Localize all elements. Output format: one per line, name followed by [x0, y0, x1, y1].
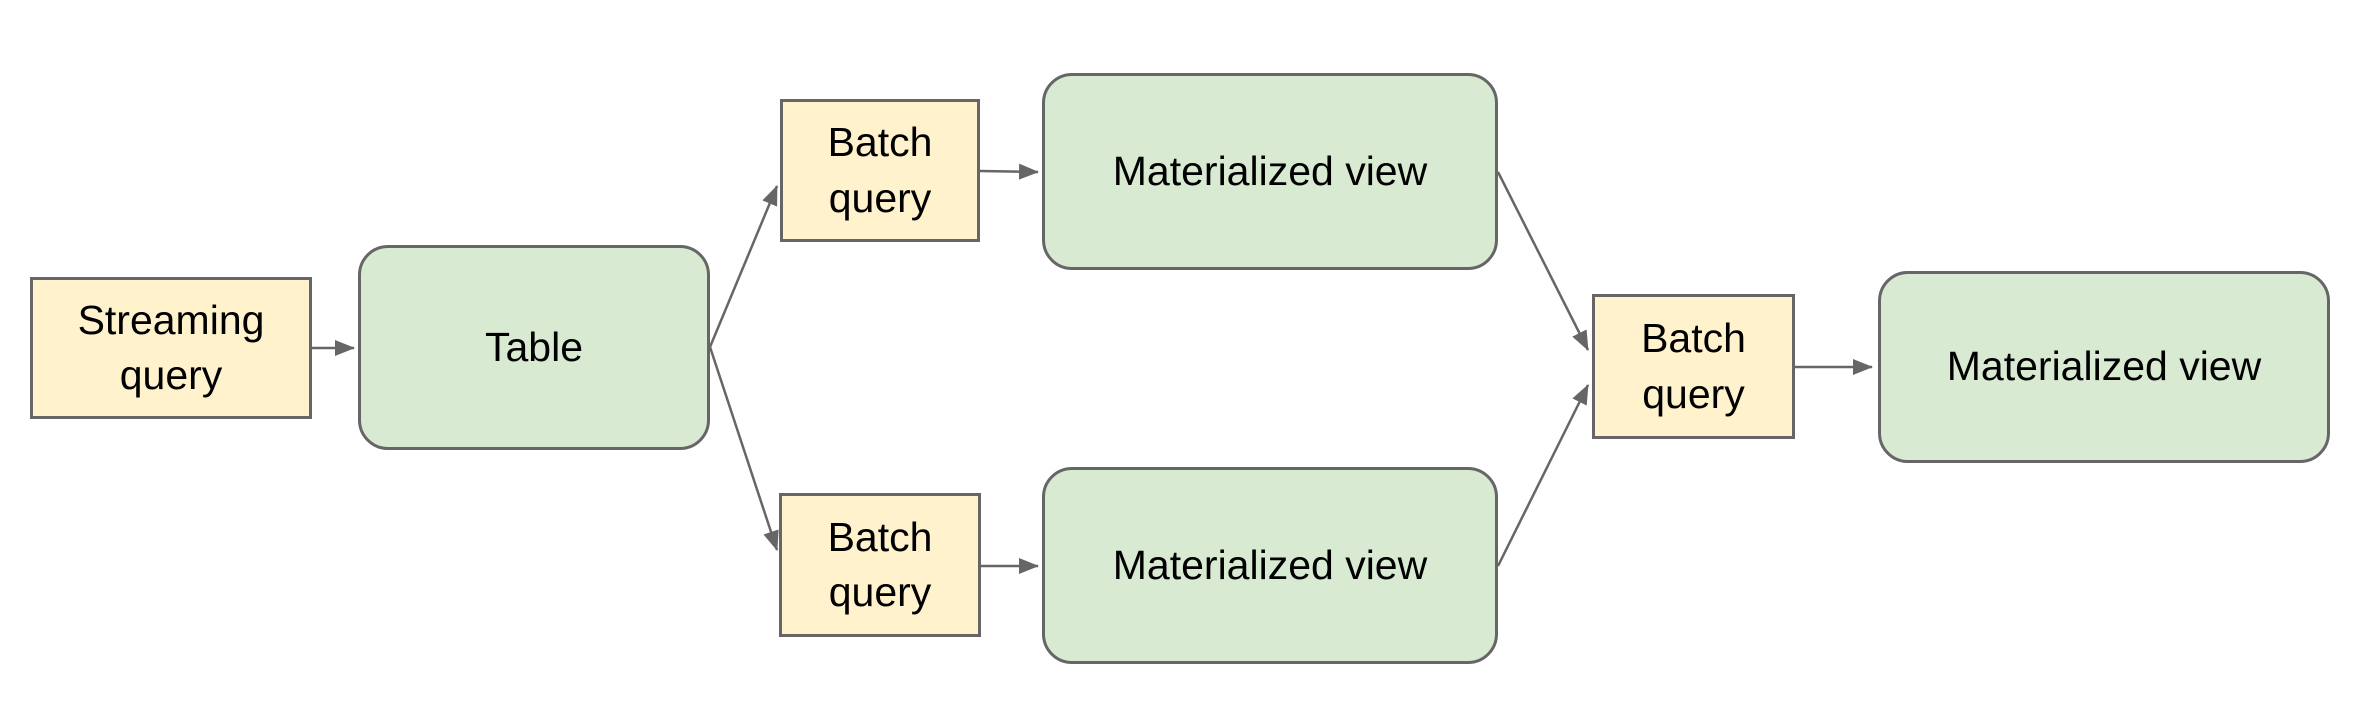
- edge-materialized-view-bottom-to-batch-query-right: [1496, 384, 1590, 567]
- node-batch-query-right-label: Batch query: [1641, 315, 1746, 417]
- node-streaming-query: Streaming query: [30, 277, 312, 419]
- edge-table-to-batch-query-top: [708, 185, 779, 348]
- node-materialized-view-right-label: Materialized view: [1946, 343, 2262, 390]
- edge-batch-query-top-to-materialized-view-top: [979, 163, 1039, 180]
- node-materialized-view-right: Materialized view: [1878, 271, 2330, 463]
- node-materialized-view-bottom: Materialized view: [1042, 467, 1498, 664]
- node-batch-query-top: Batch query: [780, 99, 980, 242]
- node-materialized-view-bottom-label: Materialized view: [1112, 541, 1428, 588]
- node-table-label: Table: [484, 323, 583, 370]
- node-batch-query-right: Batch query: [1592, 294, 1795, 439]
- edge-materialized-view-top-to-batch-query-right: [1496, 171, 1590, 351]
- node-streaming-query-label: Streaming query: [77, 296, 265, 398]
- node-materialized-view-top: Materialized view: [1042, 73, 1498, 270]
- node-table: Table: [358, 245, 710, 450]
- edge-table-to-batch-query-bottom: [708, 346, 779, 551]
- node-batch-query-top-label: Batch query: [827, 119, 933, 221]
- node-materialized-view-top-label: Materialized view: [1112, 147, 1428, 194]
- node-batch-query-bottom: Batch query: [779, 493, 981, 637]
- node-batch-query-bottom-label: Batch query: [827, 513, 933, 615]
